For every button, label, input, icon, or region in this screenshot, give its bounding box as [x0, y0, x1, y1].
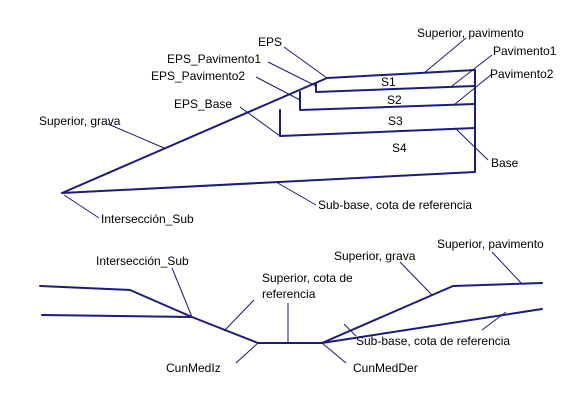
- leader-bottom-superior-pavimento: [491, 251, 523, 285]
- label-bottom-interseccion-sub: Intersección_Sub: [96, 254, 189, 268]
- bottom-section-diagram: Intersección_Sub Superior, cota de refer…: [39, 237, 544, 375]
- label-bottom-superior-cota-line1: Superior, cota de: [262, 271, 353, 285]
- top-outline-superior: [61, 69, 476, 194]
- leader-bottom-superior-cota-left: [223, 299, 255, 332]
- leader-eps: [283, 46, 328, 79]
- label-eps-pavimento1: EPS_Pavimento1: [167, 52, 261, 66]
- label-superior-grava: Superior, grava: [39, 114, 121, 128]
- bottom-subbase-right: [321, 308, 543, 344]
- leader-bottom-cunmedder: [321, 342, 347, 364]
- pavimento2-layer: [299, 91, 476, 111]
- leader-pavimento1: [451, 54, 493, 87]
- leader-eps-pavimento1: [267, 61, 317, 87]
- label-bottom-cunmedder: CunMedDer: [353, 361, 418, 375]
- label-sub-base: Sub-base, cota de referencia: [318, 198, 472, 212]
- leader-bottom-subbase-right: [481, 311, 507, 331]
- leader-interseccion-sub: [63, 194, 100, 219]
- leader-eps-base: [239, 106, 281, 137]
- label-base: Base: [491, 156, 519, 170]
- top-section-diagram: EPS EPS_Pavimento1 EPS_Pavimento2 EPS_Ba…: [39, 26, 557, 226]
- label-s1: S1: [381, 75, 396, 89]
- label-bottom-superior-pavimento: Superior, pavimento: [437, 237, 544, 251]
- bottom-subbase-left: [41, 314, 193, 318]
- leader-bottom-interseccion-sub: [171, 267, 193, 318]
- label-interseccion-sub: Intersección_Sub: [101, 212, 194, 226]
- label-superior-pavimento: Superior, pavimento: [417, 26, 524, 40]
- leader-superior-pavimento: [423, 37, 467, 74]
- leader-eps-pavimento2: [255, 76, 301, 101]
- label-eps-pavimento2: EPS_Pavimento2: [151, 69, 245, 83]
- label-s2: S2: [387, 93, 402, 107]
- label-eps: EPS: [258, 35, 282, 49]
- label-bottom-superior-cota-line2: referencia: [262, 287, 316, 301]
- label-s3: S3: [388, 114, 403, 128]
- leader-sub-base: [275, 181, 317, 206]
- label-pavimento2: Pavimento2: [490, 67, 554, 81]
- label-pavimento1: Pavimento1: [493, 44, 557, 58]
- leader-superior-grava: [107, 123, 165, 149]
- label-bottom-cunmediz: CunMedIz: [166, 361, 221, 375]
- base-layer: [279, 109, 476, 137]
- leader-base: [454, 127, 489, 161]
- label-eps-base: EPS_Base: [174, 97, 232, 111]
- leader-bottom-cunmediz: [235, 342, 259, 364]
- leader-bottom-subbase-grava: [343, 323, 357, 337]
- leader-pavimento2: [454, 73, 493, 105]
- label-bottom-sub-base: Sub-base, cota de referencia: [356, 334, 510, 348]
- leader-bottom-superior-grava: [399, 261, 433, 296]
- label-bottom-superior-grava: Superior, grava: [334, 249, 416, 263]
- label-s4: S4: [392, 141, 407, 155]
